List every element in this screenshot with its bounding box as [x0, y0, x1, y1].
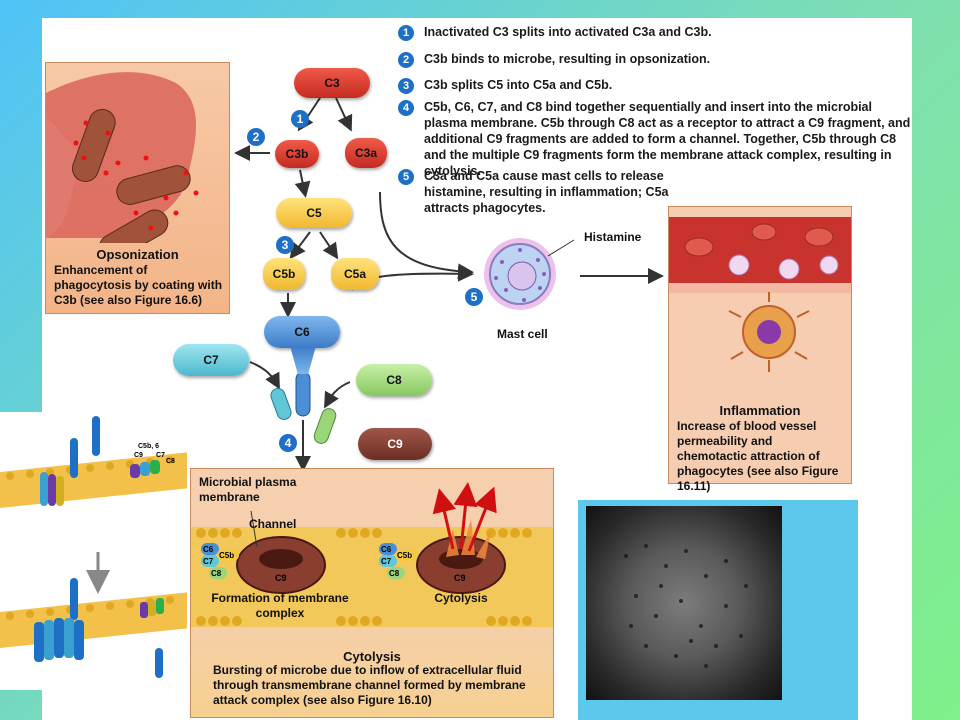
inflammation-panel: Inflammation Increase of blood vessel pe…	[668, 206, 852, 493]
step-4: 4 C5b, C6, C7, and C8 bind together sequ…	[398, 99, 918, 178]
c3a-pill: C3a	[345, 138, 387, 168]
step-number-badge: 5	[398, 169, 414, 185]
step-text: C3b splits C5 into C5a and C5b.	[424, 78, 613, 92]
step-number-badge: 4	[398, 100, 414, 116]
channel-label: Channel	[249, 517, 297, 531]
step-number-badge: 3	[398, 78, 414, 94]
inset-c5b6-label: C5b, 6	[138, 443, 160, 450]
inflammation-title: Inflammation	[719, 403, 801, 418]
inset-c8-label: C8	[166, 458, 175, 465]
c7-pill: C7	[173, 344, 249, 376]
membrane-illustration	[191, 482, 553, 627]
mast-cell-label: Mast cell	[497, 327, 548, 341]
c6-pill: C6	[264, 316, 340, 348]
step-1: 1 Inactivated C3 splits into activated C…	[398, 24, 918, 42]
cytolysis-title: Cytolysis	[343, 649, 401, 664]
c5b-label-2: C5b	[397, 551, 413, 560]
opsonization-panel: Opsonization Enhancement of phagocytosis…	[45, 62, 230, 314]
badge-step-3: 3	[276, 236, 294, 254]
opsonization-title: Opsonization	[96, 247, 179, 262]
c9-pill: C9	[358, 428, 432, 460]
inflammation-text: Increase of blood vessel permeability an…	[677, 419, 839, 493]
c9-label-2: C9	[454, 573, 466, 583]
step-text: C3b binds to microbe, resulting in opson…	[424, 52, 711, 66]
c6-label: C6	[203, 545, 214, 554]
c5b-pill: C5b	[263, 258, 305, 290]
badge-step-4: 4	[279, 434, 297, 452]
step-text: Inactivated C3 splits into activated C3a…	[424, 25, 712, 39]
cytolysis-panel: Microbial plasma membrane Channel C6 C7 …	[190, 468, 554, 718]
step-number-badge: 1	[398, 25, 414, 41]
step-text: C5b, C6, C7, and C8 bind together sequen…	[424, 100, 911, 178]
c5b-label: C5b	[219, 551, 235, 560]
step-3: 3 C3b splits C5 into C5a and C5b.	[398, 77, 918, 95]
micrograph-texture	[624, 544, 748, 668]
c5a-pill: C5a	[331, 258, 379, 290]
formation-label: Formation of membrane complex	[211, 591, 349, 620]
c9-label: C9	[275, 573, 287, 583]
badge-step-5: 5	[465, 288, 483, 306]
c3-pill: C3	[294, 68, 370, 98]
phagocyte-illustration	[46, 72, 199, 243]
inset-c9-label: C9	[134, 452, 143, 459]
membrane-inset: C5b, 6 C9 C7 C8	[0, 412, 187, 690]
membrane-label: Microbial plasma membrane	[199, 475, 297, 504]
step-2: 2 C3b binds to microbe, resulting in ops…	[398, 51, 918, 69]
c7-label-2: C7	[381, 557, 392, 566]
mast-cell-illustration	[484, 238, 575, 310]
c5-pill: C5	[276, 198, 352, 228]
c8-pill: C8	[356, 364, 432, 396]
c7-label: C7	[203, 557, 214, 566]
mac-membrane-illustration	[0, 416, 187, 678]
cytolysis-small-label: Cytolysis	[434, 591, 488, 605]
histamine-label: Histamine	[584, 230, 642, 244]
c6-label-2: C6	[381, 545, 392, 554]
badge-step-2: 2	[247, 128, 265, 146]
opsonization-text: Enhancement of phagocytosis by coating w…	[54, 263, 223, 307]
step-5: 5 C3a and C5a cause mast cells to releas…	[398, 168, 688, 218]
badge-step-1: 1	[291, 110, 309, 128]
micrograph-frame	[578, 500, 858, 720]
electron-micrograph-image	[586, 506, 782, 700]
inset-c7-label: C7	[156, 452, 165, 459]
step-number-badge: 2	[398, 52, 414, 68]
c8-label: C8	[211, 569, 222, 578]
c3b-pill: C3b	[275, 140, 319, 168]
blood-vessel-illustration	[669, 217, 851, 372]
c8-label-2: C8	[389, 569, 400, 578]
step-text: C3a and C5a cause mast cells to release …	[424, 169, 669, 215]
cytolysis-text: Bursting of microbe due to inflow of ext…	[213, 663, 526, 707]
